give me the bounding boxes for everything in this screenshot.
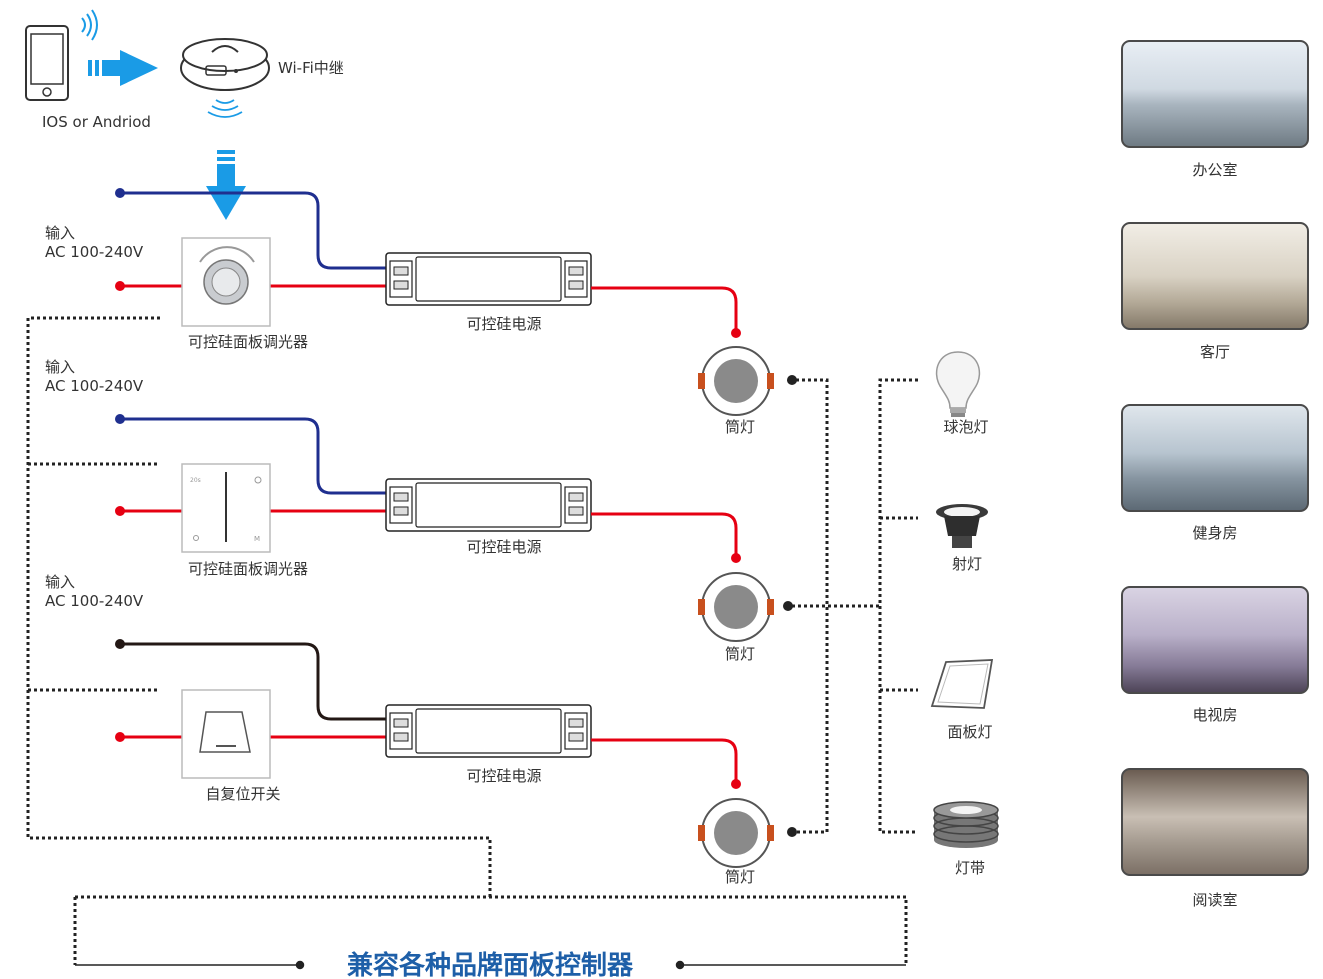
dotted-lamp-bus bbox=[792, 378, 918, 834]
lamp-label-bulb: 球泡灯 bbox=[943, 418, 988, 436]
downlight-1 bbox=[697, 346, 775, 416]
terminal-dot bbox=[783, 601, 793, 611]
driver-label-2: 可控硅电源 bbox=[466, 538, 541, 556]
scene-label-reading-room: 阅读室 bbox=[1192, 891, 1238, 909]
arrow-right-icon bbox=[88, 50, 158, 86]
arrow-down-icon bbox=[206, 150, 246, 220]
dimmer-slider-panel[interactable]: 20s M bbox=[181, 463, 271, 553]
lamp-label-strip: 灯带 bbox=[955, 859, 985, 877]
scene-photo-tv-room bbox=[1121, 586, 1309, 694]
terminal-dot bbox=[115, 732, 125, 742]
downlight-label-1: 筒灯 bbox=[725, 418, 755, 436]
bulb-icon bbox=[935, 351, 981, 417]
slider-mark-time: 20s bbox=[190, 477, 201, 484]
banner-title: 兼容各种品牌面板控制器 bbox=[347, 950, 634, 979]
black-wire-3 bbox=[120, 642, 390, 721]
driver-2 bbox=[385, 478, 592, 532]
led-strip-icon bbox=[933, 801, 999, 848]
output-wire-2 bbox=[591, 512, 738, 556]
controller-label-2: 可控硅面板调光器 bbox=[188, 560, 308, 578]
lamp-label-spotlight: 射灯 bbox=[952, 555, 982, 573]
scene-photo-gym bbox=[1121, 404, 1309, 512]
terminal-dot bbox=[787, 375, 797, 385]
terminal-dot bbox=[115, 639, 125, 649]
scene-label-gym: 健身房 bbox=[1192, 524, 1238, 542]
input-voltage-1: AC 100-240V bbox=[45, 243, 144, 261]
input-label-3: 输入 bbox=[45, 573, 75, 591]
terminal-dot bbox=[115, 506, 125, 516]
neutral-wire-1 bbox=[120, 191, 390, 270]
scene-label-office: 办公室 bbox=[1192, 161, 1238, 179]
input-label-2: 输入 bbox=[45, 358, 75, 376]
scene-label-tv-room: 电视房 bbox=[1192, 706, 1238, 724]
terminal-dot bbox=[731, 553, 741, 563]
downlight-label-3: 筒灯 bbox=[725, 868, 755, 886]
neutral-wire-2 bbox=[120, 417, 390, 495]
driver-label-3: 可控硅电源 bbox=[466, 767, 541, 785]
driver-1 bbox=[385, 252, 592, 306]
output-wire-1 bbox=[591, 286, 738, 332]
terminal-dot bbox=[115, 414, 125, 424]
wifi-repeater-icon bbox=[180, 38, 270, 91]
phone-icon bbox=[25, 25, 69, 101]
downlight-2 bbox=[697, 572, 775, 642]
terminal-dot bbox=[787, 827, 797, 837]
scene-photo-reading-room bbox=[1121, 768, 1309, 876]
driver-label-1: 可控硅电源 bbox=[466, 315, 541, 333]
downlight-label-2: 筒灯 bbox=[725, 645, 755, 663]
terminal-dot bbox=[115, 281, 125, 291]
scene-photo-living-room bbox=[1121, 222, 1309, 330]
dimmer-knob-panel[interactable] bbox=[181, 237, 271, 327]
phone-label: IOS or Andriod bbox=[42, 113, 151, 131]
downlight-3 bbox=[697, 798, 775, 868]
controller-label-3: 自复位开关 bbox=[205, 785, 280, 803]
input-voltage-3: AC 100-240V bbox=[45, 592, 144, 610]
reset-switch-panel[interactable] bbox=[181, 689, 271, 779]
scene-photo-office bbox=[1121, 40, 1309, 148]
wifi-signal-icon bbox=[207, 99, 243, 118]
scene-label-living-room: 客厅 bbox=[1199, 343, 1230, 361]
input-label-1: 输入 bbox=[45, 224, 75, 242]
terminal-dot bbox=[115, 188, 125, 198]
driver-3 bbox=[385, 704, 592, 758]
dotted-control-bus bbox=[26, 316, 908, 965]
panel-light-icon bbox=[930, 659, 994, 709]
output-wire-3 bbox=[591, 738, 738, 782]
spotlight-icon bbox=[936, 504, 988, 548]
terminal-dot bbox=[731, 779, 741, 789]
input-voltage-2: AC 100-240V bbox=[45, 377, 144, 395]
banner-rule bbox=[75, 960, 906, 970]
wifi-label: Wi-Fi中继 bbox=[278, 59, 344, 77]
terminal-dot bbox=[731, 328, 741, 338]
slider-mark-mode: M bbox=[254, 535, 260, 543]
lamp-label-panel: 面板灯 bbox=[947, 723, 992, 741]
controller-label-1: 可控硅面板调光器 bbox=[188, 333, 308, 351]
signal-icon bbox=[81, 9, 98, 41]
